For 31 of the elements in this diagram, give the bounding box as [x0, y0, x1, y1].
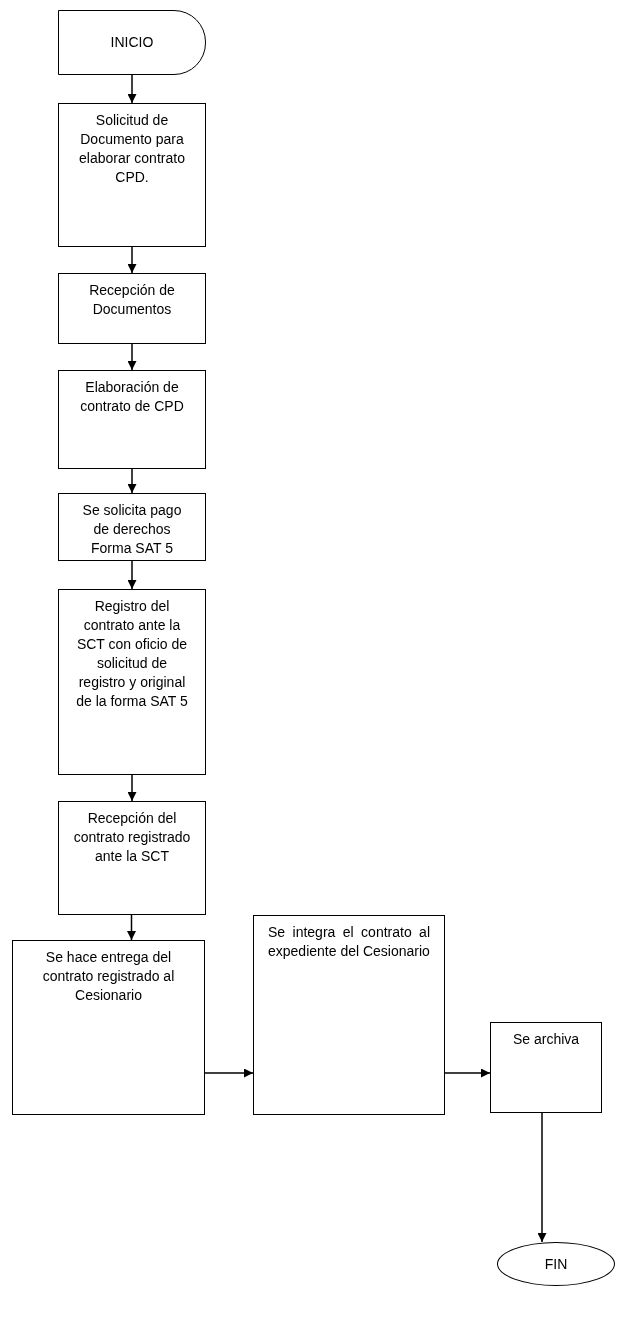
arrow	[127, 560, 137, 590]
node-label: Se integra el contrato al expediente del Cesionario	[268, 923, 430, 961]
process-box	[490, 1022, 602, 1113]
process-box	[253, 915, 445, 1115]
process-box	[58, 801, 206, 915]
arrow	[127, 343, 137, 371]
process-box	[58, 273, 206, 344]
node-label: INICIO	[109, 33, 155, 52]
node-label: Registro del contrato ante la SCT con oficio de solicitud de registro y original de la forma SAT 5	[75, 597, 189, 711]
process-box	[58, 589, 206, 775]
arrow	[127, 468, 137, 494]
arrow	[537, 1112, 547, 1243]
node-label: Elaboración de contrato de CPD	[79, 378, 185, 416]
arrow	[127, 774, 137, 802]
start-terminal	[58, 10, 206, 75]
process-box	[12, 940, 205, 1115]
process-box	[58, 103, 206, 247]
arrow	[127, 246, 137, 274]
arrow	[127, 74, 137, 104]
arrow	[127, 914, 136, 941]
arrow	[444, 1068, 491, 1078]
node-label: Recepción del contrato registrado ante la SCT	[73, 809, 191, 866]
node-label: Se hace entrega del contrato registrado al Cesionario	[41, 948, 176, 1005]
node-label: FIN	[543, 1254, 569, 1274]
arrow	[204, 1068, 254, 1078]
node-label: Recepción de Documentos	[88, 281, 176, 319]
node-label: Se archiva	[511, 1030, 581, 1049]
process-box	[58, 370, 206, 469]
node-label: Se solicita pago de derechos Forma SAT 5	[81, 501, 183, 558]
process-box	[58, 493, 206, 561]
node-label: Solicitud de Documento para elaborar contrato CPD.	[78, 111, 186, 187]
